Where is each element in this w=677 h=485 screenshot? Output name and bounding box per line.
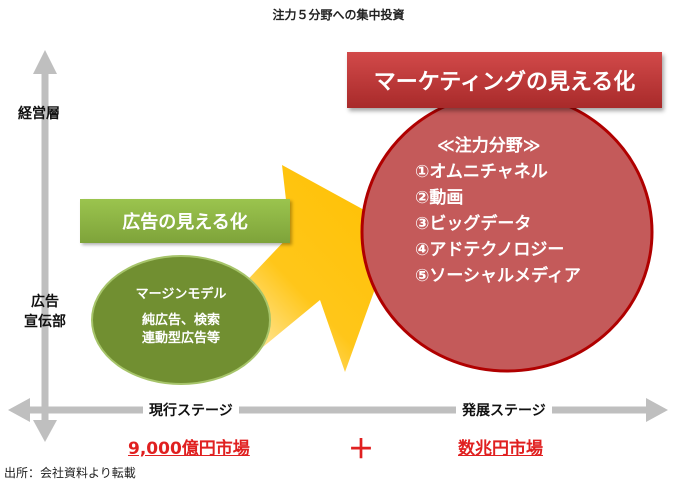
future-market-size: 数兆円市場: [458, 439, 543, 459]
current-ellipse: [91, 255, 271, 385]
focus-areas-list: ≪注力分野≫ ①オムニチャネル ②動画 ③ビッグデータ ④アドテクノロジー ⑤ソ…: [415, 133, 581, 289]
source-note: 出所：会社資料より転載: [4, 466, 136, 480]
y-axis-top-label: 経営層: [18, 106, 60, 122]
current-market-size: 9,000億円市場: [128, 439, 250, 459]
margin-model-text: マージンモデル 純広告、検索 連動型広告等: [101, 286, 261, 348]
ellipse-line1: 純広告、検索: [141, 313, 220, 328]
y-axis-bottom-label-line1: 広告: [31, 294, 59, 310]
ad-visualization-box: 広告の見える化: [80, 199, 290, 243]
plus-sign: ＋: [348, 435, 375, 465]
x-axis-right-label: 発展ステージ: [456, 400, 552, 420]
focus-item: ④アドテクノロジー: [415, 240, 565, 260]
y-axis-bottom-label-line2: 宣伝部: [24, 314, 66, 330]
focus-item: ②動画: [415, 188, 464, 208]
ellipse-line2: 連動型広告等: [141, 331, 220, 346]
focus-item: ①オムニチャネル: [415, 162, 548, 182]
x-axis-left-label: 現行ステージ: [143, 400, 239, 420]
marketing-visualization-box: マーケティングの見える化: [347, 52, 662, 108]
focus-title: ≪注力分野≫: [437, 136, 541, 156]
page-title: 注力５分野への集中投資: [272, 8, 405, 22]
y-axis-bottom-label: 広告 宣伝部: [24, 292, 66, 332]
vertical-axis: [33, 50, 57, 442]
ellipse-title: マージンモデル: [135, 287, 227, 302]
horizontal-axis: [8, 398, 668, 422]
focus-item: ③ビッグデータ: [415, 214, 532, 234]
focus-item: ⑤ソーシャルメディア: [415, 266, 581, 286]
